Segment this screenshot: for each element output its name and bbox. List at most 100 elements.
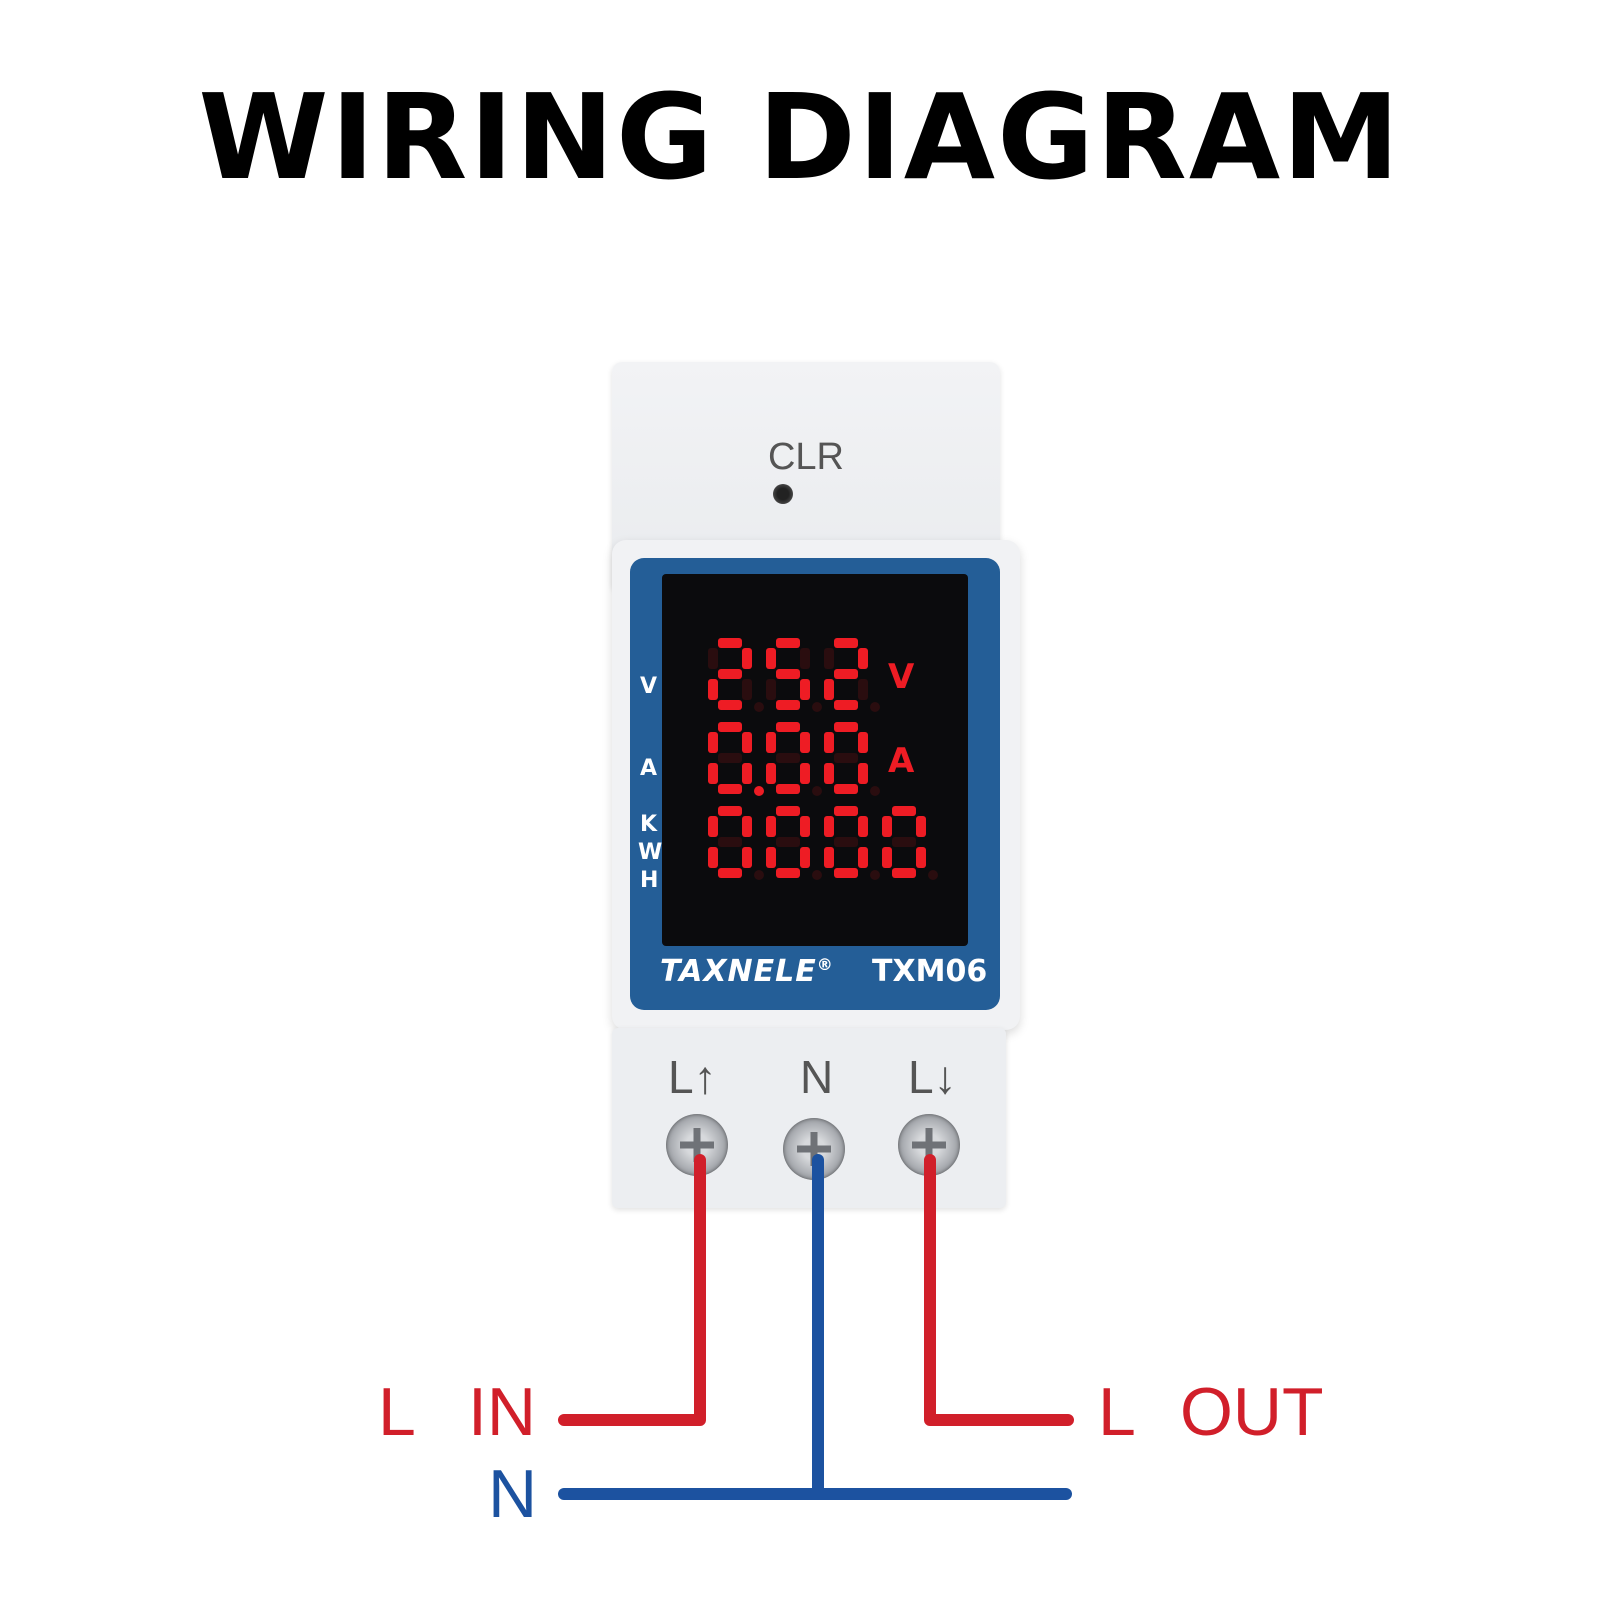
row1-digit-1-segment-d (776, 700, 800, 710)
wire-l-out (924, 1154, 1074, 1426)
row3-decimal-point-1 (812, 870, 822, 880)
row3-digit-0-segment-b (742, 816, 752, 837)
row2-decimal-point-2 (870, 786, 880, 796)
row1-digit-2-segment-g (834, 669, 858, 679)
row2-digit-2-segment-c (858, 763, 868, 784)
label-n: N (488, 1456, 538, 1532)
row3-digit-3-segment-d (892, 868, 916, 878)
clr-label: CLR (767, 436, 845, 478)
row1-digit-1-segment-e (766, 679, 776, 700)
row3-digit-0-segment-d (718, 868, 742, 878)
row3-digit-0-segment-c (742, 847, 752, 868)
row1-digit-2-segment-e (824, 679, 834, 700)
brand-logo: TAXNELE® (660, 954, 834, 989)
model-number: TXM06 (872, 954, 988, 989)
row3-digit-2-segment-c (858, 847, 868, 868)
brand-name: TAXNELE (660, 954, 817, 989)
row3-digit-0-segment-e (708, 847, 718, 868)
row1-digit-0-segment-g (718, 669, 742, 679)
row2-digit-2-segment-f (824, 732, 834, 753)
row2-digit-0-segment-g (718, 753, 742, 763)
row3-digit-1-segment-e (766, 847, 776, 868)
label-l-out-word: OUT (1180, 1374, 1324, 1450)
row3-decimal-point-2 (870, 870, 880, 880)
row1-digit-2-segment-b (858, 648, 868, 669)
row3-decimal-point-0 (754, 870, 764, 880)
row2-digit-2-segment-g (834, 753, 858, 763)
row3-digit-3-segment-b (916, 816, 926, 837)
row3-digit-2-segment-a (834, 806, 858, 816)
row1-digit-2-segment-f (824, 648, 834, 669)
row1-digit-1-segment-f (766, 648, 776, 669)
row2-digit-2-segment-a (834, 722, 858, 732)
row2-digit-2-segment-e (824, 763, 834, 784)
row2-digit-1-segment-g (776, 753, 800, 763)
row3-digit-1-segment-d (776, 868, 800, 878)
wire-l-in (558, 1154, 706, 1426)
clr-reset-button[interactable] (773, 484, 793, 504)
row2-digit-0-segment-a (718, 722, 742, 732)
row2-digit-1-segment-a (776, 722, 800, 732)
row2-unit: A (888, 741, 915, 781)
row1-digit-1-segment-a (776, 638, 800, 648)
terminal-label-l-in: L↑ (668, 1051, 717, 1103)
side-label-k: K (640, 812, 658, 837)
label-l-out-letter: L (1098, 1374, 1136, 1450)
row3-digit-2-segment-g (834, 837, 858, 847)
row3-digit-2-segment-f (824, 816, 834, 837)
row3-digit-0-segment-a (718, 806, 742, 816)
row3-digit-1-segment-g (776, 837, 800, 847)
row2-digit-2-segment-d (834, 784, 858, 794)
row3-digit-1-segment-c (800, 847, 810, 868)
row2-decimal-point-1 (812, 786, 822, 796)
row1-digit-2-segment-a (834, 638, 858, 648)
row3-digit-0-segment-f (708, 816, 718, 837)
row1-digit-0-segment-f (708, 648, 718, 669)
side-label-h: H (640, 868, 659, 893)
row1-digit-1-segment-g (776, 669, 800, 679)
row2-digit-1-segment-c (800, 763, 810, 784)
row3-digit-3-segment-c (916, 847, 926, 868)
row3-digit-1-segment-f (766, 816, 776, 837)
row1-digit-2-segment-d (834, 700, 858, 710)
terminal-label-n: N (800, 1051, 834, 1103)
row2-digit-1-segment-f (766, 732, 776, 753)
row3-digit-1-segment-b (800, 816, 810, 837)
row2-digit-0-segment-b (742, 732, 752, 753)
row1-decimal-point-1 (812, 702, 822, 712)
row2-decimal-point-0 (754, 786, 764, 796)
row1-digit-1-segment-c (800, 679, 810, 700)
row1-digit-0-segment-d (718, 700, 742, 710)
row1-digit-2-segment-c (858, 679, 868, 700)
row3-digit-3-segment-e (882, 847, 892, 868)
row2-digit-0-segment-f (708, 732, 718, 753)
row3-digit-3-segment-g (892, 837, 916, 847)
row1-digit-0-segment-e (708, 679, 718, 700)
side-label-w: W (638, 840, 663, 865)
row2-digit-0-segment-e (708, 763, 718, 784)
row1-digit-0-segment-a (718, 638, 742, 648)
row1-unit: V (888, 657, 915, 697)
row3-digit-2-segment-d (834, 868, 858, 878)
row3-digit-3-segment-f (882, 816, 892, 837)
row3-decimal-point-3 (928, 870, 938, 880)
row1-digit-0-segment-c (742, 679, 752, 700)
side-label-v: V (640, 674, 658, 699)
row3-digit-2-segment-b (858, 816, 868, 837)
side-label-a: A (640, 756, 658, 781)
label-l-in-letter: L (378, 1374, 416, 1450)
row1-digit-0-segment-b (742, 648, 752, 669)
row2-digit-0-segment-d (718, 784, 742, 794)
terminal-label-l-out: L↓ (908, 1051, 957, 1103)
row3-digit-3-segment-a (892, 806, 916, 816)
row1-decimal-point-2 (870, 702, 880, 712)
led-display (662, 574, 968, 946)
row2-digit-1-segment-e (766, 763, 776, 784)
row3-digit-1-segment-a (776, 806, 800, 816)
row2-digit-1-segment-d (776, 784, 800, 794)
row1-digit-1-segment-b (800, 648, 810, 669)
label-l-in-word: IN (468, 1374, 536, 1450)
page-title: WIRING DIAGRAM (198, 68, 1402, 206)
